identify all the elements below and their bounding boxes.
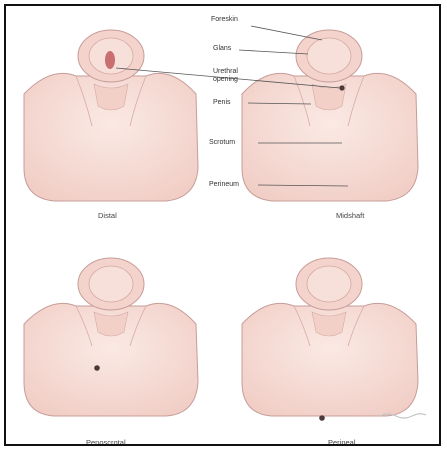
- caption-perineal: Perineal: [328, 438, 356, 446]
- panel-penoscrotal-drawing: [24, 258, 198, 416]
- panel-midshaft-drawing: [242, 30, 418, 201]
- panel-perineal-drawing: [242, 258, 418, 421]
- watermark-logo: [378, 410, 428, 420]
- label-glans: Glans: [213, 45, 231, 52]
- label-foreskin: Foreskin: [211, 16, 238, 23]
- label-perineum: Perineum: [209, 181, 239, 188]
- label-penis: Penis: [213, 99, 231, 106]
- label-urethral-opening-line2: opening: [213, 76, 238, 83]
- label-scrotum: Scrotum: [209, 139, 235, 146]
- figure-frame: Foreskin Glans Urethral opening Penis Sc…: [4, 4, 441, 446]
- caption-penoscrotal: Penoscrotal: [86, 438, 126, 446]
- label-urethral-opening-line1: Urethral: [213, 68, 238, 75]
- caption-midshaft: Midshaft: [336, 211, 364, 220]
- panel-distal-drawing: [24, 30, 198, 201]
- caption-distal: Distal: [98, 211, 117, 220]
